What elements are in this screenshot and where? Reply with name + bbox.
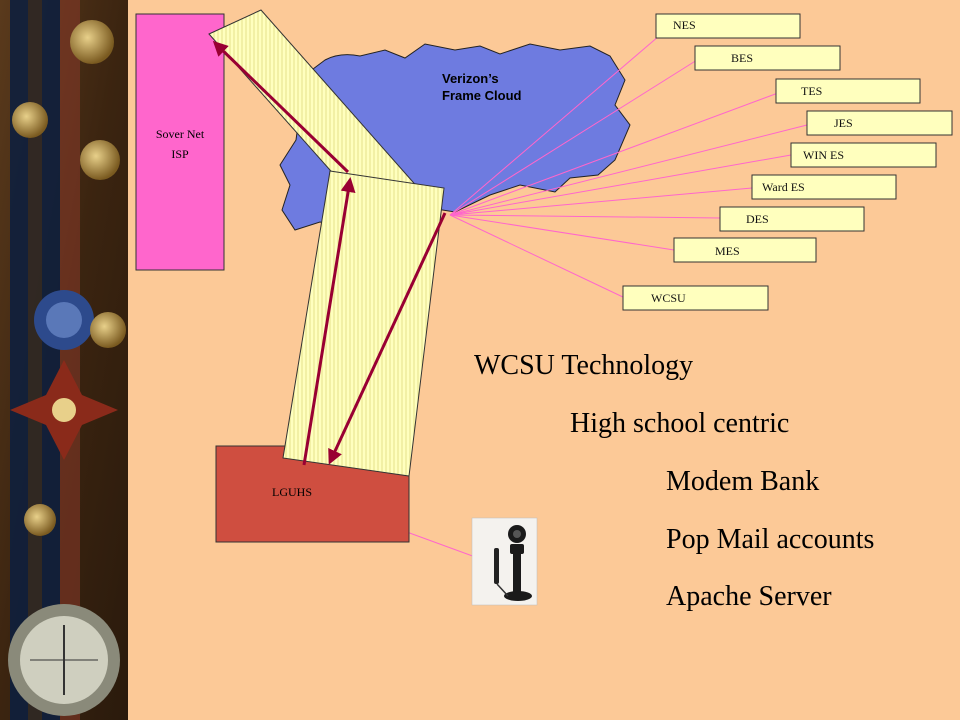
school-label-jes: JES	[834, 116, 853, 130]
isp-label-line1: Sover Net	[155, 127, 205, 141]
school-label-bes: BES	[731, 51, 754, 65]
school-label-wcsu: WCSU	[651, 291, 686, 305]
isp-box	[135, 13, 225, 271]
cloud-label-line2: Frame Cloud	[442, 88, 522, 103]
hub-label: LGUHS	[272, 485, 313, 499]
cloud-label: Verizon’s Frame Cloud	[442, 70, 521, 104]
school-label-des: DES	[746, 212, 769, 226]
school-label-nes: NES	[673, 18, 696, 32]
bullet-apache-server: Apache Server	[666, 581, 832, 612]
school-label-tes: TES	[801, 84, 823, 98]
school-label-ward-es: Ward ES	[762, 180, 805, 194]
bullet-modem-bank: Modem Bank	[666, 466, 820, 497]
lower-pipe	[282, 170, 445, 477]
cloud-label-line1: Verizon’s	[442, 71, 499, 86]
traffic-arrows	[212, 40, 447, 466]
school-boxes	[622, 13, 953, 311]
slide-title: WCSU Technology	[474, 350, 694, 381]
decorative-side-panel	[0, 0, 128, 720]
school-label-mes: MES	[715, 244, 740, 258]
bullet-pop-mail: Pop Mail accounts	[666, 524, 875, 555]
slide-subtitle: High school centric	[570, 408, 790, 439]
school-label-win-es: WIN ES	[803, 148, 844, 162]
candlestick-phone-icon	[471, 517, 538, 606]
school-connectors	[351, 35, 808, 559]
isp-label-line2: ISP	[171, 147, 189, 161]
isp-label: Sover Net ISP	[136, 124, 224, 164]
